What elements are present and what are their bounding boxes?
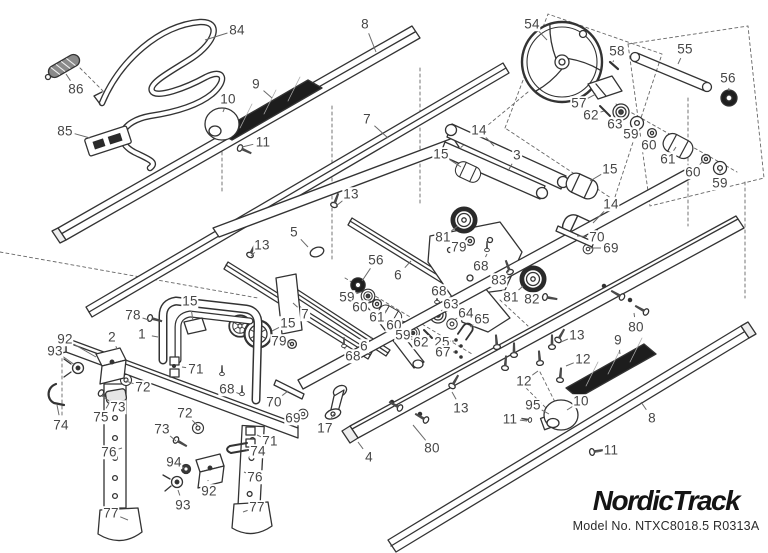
model-number: Model No. NTXC8018.5 R0313A — [572, 519, 760, 534]
bracket-92b — [195, 453, 225, 489]
bearing-stack-right — [599, 89, 738, 176]
brand-block: NordicTrack Model No. NTXC8018.5 R0313A — [566, 485, 766, 534]
rod-70-left — [273, 379, 305, 400]
ski-right-8 — [387, 321, 757, 553]
spring-86 — [44, 53, 81, 81]
axle-55 — [629, 51, 713, 93]
frame-1 — [158, 296, 263, 405]
clip-71a — [169, 356, 180, 378]
buckle-85 — [84, 125, 132, 157]
pin-74a — [47, 382, 66, 407]
pin-62-right — [599, 105, 611, 117]
pin-74b — [226, 442, 249, 454]
knob-93a — [63, 358, 85, 378]
bearing-stack-left — [350, 277, 474, 359]
flywheel-54 — [520, 20, 604, 104]
stabilizer-4 — [341, 215, 745, 444]
endcap-10-right — [543, 399, 579, 431]
knob-93b — [162, 474, 184, 492]
pins-25-67 — [454, 338, 463, 359]
clip-65 — [456, 322, 474, 341]
cross-tube-14 — [444, 123, 570, 190]
crossbar-5 — [212, 137, 460, 258]
pin-58 — [608, 60, 620, 71]
pedal-17 — [324, 384, 348, 420]
rail-7-left — [85, 62, 510, 318]
endcap-10-left — [204, 107, 240, 141]
bracket-57 — [587, 75, 623, 100]
pad-15 — [183, 317, 207, 335]
bracket-92a — [95, 347, 127, 385]
brand-logo: NordicTrack — [592, 485, 741, 516]
